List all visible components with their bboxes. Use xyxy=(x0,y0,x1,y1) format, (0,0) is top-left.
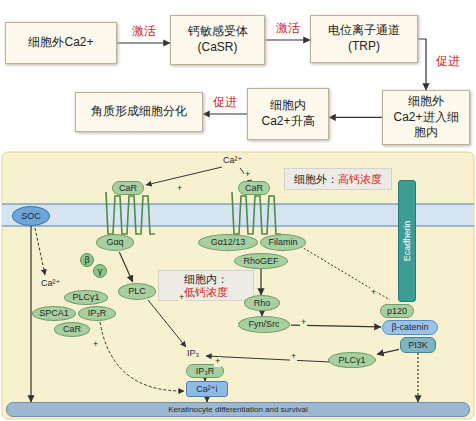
node-text: 细胞内Ca2+升高 xyxy=(254,98,322,129)
note-box: 细胞外：高钙浓度 xyxy=(284,168,392,190)
plus-sign: + xyxy=(214,357,221,367)
node-text: 细胞外： xyxy=(294,173,338,186)
node-text: Ca²⁺i xyxy=(196,384,217,394)
dashed-arrow xyxy=(100,322,184,391)
edge-label: 促进 xyxy=(434,54,462,68)
node-text: SOC xyxy=(21,211,41,221)
edge-label: 激活 xyxy=(274,21,302,35)
connector-arrow xyxy=(418,39,426,90)
plus-sign: + xyxy=(300,318,307,328)
outcome-band: Keratinocyte differentiation and surviva… xyxy=(6,402,470,417)
connector-arrow xyxy=(329,117,382,118)
node-text: 细胞内： xyxy=(184,273,228,286)
molecule-label: IP₃ xyxy=(186,349,200,359)
node-text: 细胞外Ca2+进入细胞内 xyxy=(389,94,463,141)
node-text: PI3K xyxy=(408,340,428,350)
node-text: 钙敏感受体 (CaSR) xyxy=(177,24,258,55)
protein-oval: PLCγ1 xyxy=(328,352,376,368)
node-text: 电位离子通道 (TRP) xyxy=(317,23,411,54)
channel-oval: SOC xyxy=(12,206,50,226)
protein-pill: p120 xyxy=(380,304,414,318)
node-text: IP₃R xyxy=(196,366,215,376)
plus-sign: + xyxy=(176,184,183,194)
node-text: β xyxy=(84,255,89,265)
process-box: 细胞外Ca2+进入细胞内 xyxy=(382,90,470,145)
node-text: β-catenin xyxy=(391,322,428,332)
connector-arrow xyxy=(417,353,418,402)
edge-label: 促进 xyxy=(211,95,239,109)
receptor-helices xyxy=(106,192,155,234)
plus-sign: + xyxy=(244,170,251,180)
protein-oval: SPCA1 xyxy=(32,306,76,321)
node-text: CaR xyxy=(119,183,137,193)
protein-oval: IP₃R xyxy=(78,306,116,321)
node-text: PLCγ1 xyxy=(72,292,99,302)
protein-oval: Fyn/Src xyxy=(238,316,290,333)
protein-oval: PLC xyxy=(118,283,156,300)
node-text: PLCγ1 xyxy=(338,355,365,365)
connector-arrow xyxy=(377,349,399,354)
dashed-arrow xyxy=(35,228,45,275)
subunit-circle: γ xyxy=(93,264,107,278)
connector-arrow xyxy=(203,113,247,114)
node-text: p120 xyxy=(387,306,407,316)
node-text: CaR xyxy=(245,183,263,193)
subunit-circle: β xyxy=(80,253,94,267)
node-text: Gα12/13 xyxy=(211,237,246,247)
protein-oval: Filamin xyxy=(260,234,306,251)
node-text: IP₃R xyxy=(88,308,107,318)
node-text: Filamin xyxy=(268,237,297,247)
connector-arrow xyxy=(265,39,310,40)
protein-oval: Gαq xyxy=(96,234,134,251)
node-text: RhoGEF xyxy=(243,256,278,266)
node-text: Gαq xyxy=(106,237,123,247)
connector-arrow xyxy=(260,269,261,295)
calcium-box: Ca²⁺i xyxy=(186,381,228,397)
process-box: 角质形成细胞分化 xyxy=(75,92,203,132)
process-box: 细胞内Ca2+升高 xyxy=(247,88,329,140)
node-text: 高钙浓度 xyxy=(338,173,382,186)
node-text: 低钙浓度 xyxy=(184,286,228,299)
process-box: 细胞外Ca2+ xyxy=(5,22,117,64)
node-text: SPCA1 xyxy=(39,308,69,318)
node-text: Fyn/Src xyxy=(248,319,279,329)
cadherin-bar: Ecadherin xyxy=(398,180,416,302)
process-box: 电位离子通道 (TRP) xyxy=(310,15,418,63)
node-text: γ xyxy=(98,266,103,276)
node-text: 角质形成细胞分化 xyxy=(91,104,187,120)
process-box: 钙敏感受体 (CaSR) xyxy=(170,15,265,65)
calcium-arrow xyxy=(146,167,222,185)
receptor-label: CaR xyxy=(238,181,270,195)
node-text: CaR xyxy=(63,324,81,334)
plus-sign: + xyxy=(178,293,185,303)
note-box: 细胞内：低钙浓度 xyxy=(158,270,254,301)
protein-oval: Rho xyxy=(244,295,280,311)
cell-ground xyxy=(2,152,474,419)
molecule-label: Ca²⁺ xyxy=(40,279,61,289)
receptor-label: CaR xyxy=(112,181,144,195)
protein-oval: Gα12/13 xyxy=(198,234,258,251)
plus-sign: + xyxy=(92,340,99,350)
signal-arrow xyxy=(148,300,186,347)
protein-pill: β-catenin xyxy=(382,320,438,335)
plus-sign: + xyxy=(290,352,297,362)
connector-arrow xyxy=(117,42,170,43)
edge-label: 激活 xyxy=(130,24,158,38)
protein-oval: RhoGEF xyxy=(234,253,288,269)
node-text: PLC xyxy=(128,286,146,296)
node-text: 细胞外Ca2+ xyxy=(28,35,93,51)
receptor-helices xyxy=(232,192,281,234)
dotted-link xyxy=(290,240,390,300)
node-text: Keratinocyte differentiation and surviva… xyxy=(168,405,308,414)
node-text: Rho xyxy=(254,298,271,308)
protein-oval: CaR xyxy=(54,322,90,337)
protein-oval: PLCγ1 xyxy=(64,290,108,305)
node-text: Ecadherin xyxy=(402,221,412,262)
connector-arrow xyxy=(119,252,132,282)
molecule-label: Ca²⁺ xyxy=(222,156,243,166)
signal-arrow xyxy=(206,356,330,362)
protein-pill: PI3K xyxy=(400,337,436,353)
plus-sign: + xyxy=(370,288,377,298)
